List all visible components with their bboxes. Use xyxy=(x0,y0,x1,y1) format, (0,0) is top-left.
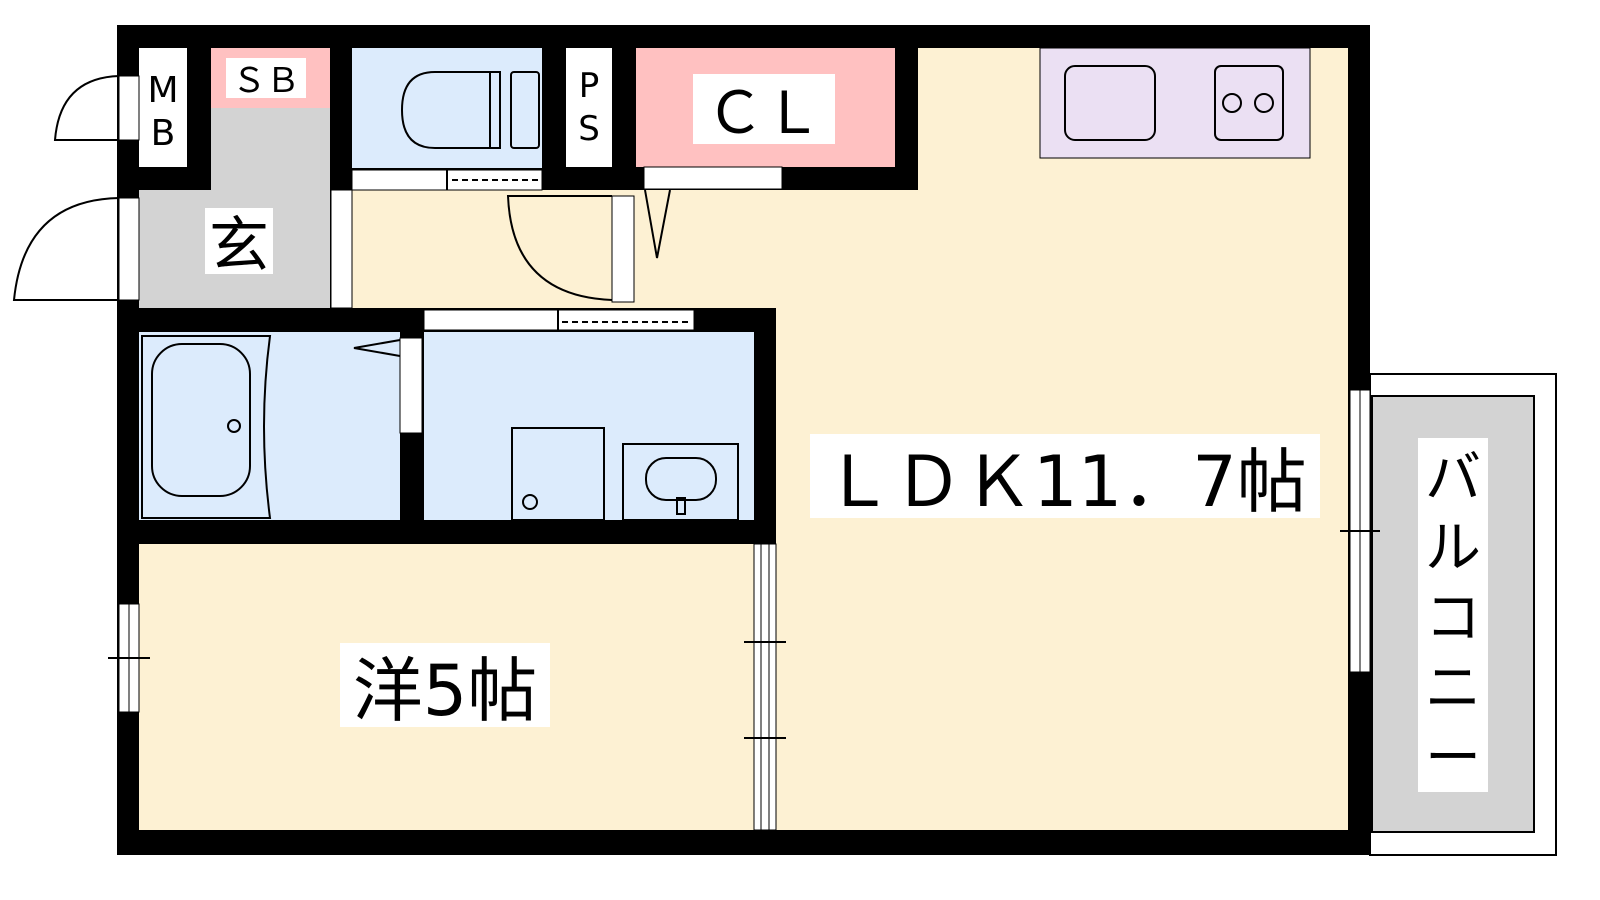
ldk-label: ＬＤＫ11．7帖 xyxy=(823,441,1307,523)
hall-door[interactable] xyxy=(506,195,613,301)
genkan-label: 玄 xyxy=(209,211,269,281)
balcony-label-3: コ xyxy=(1425,586,1481,651)
sink-icon xyxy=(1064,65,1156,141)
stove-icon xyxy=(1214,65,1284,141)
balcony-label-1: バ xyxy=(1425,446,1481,511)
pipe-space xyxy=(566,48,612,167)
western-room-label: 洋5帖 xyxy=(353,650,538,732)
mb-door[interactable] xyxy=(118,75,140,141)
closet-door[interactable] xyxy=(643,166,783,190)
door-stopper-icon xyxy=(644,189,671,259)
balcony-label-5: ー xyxy=(1425,726,1481,791)
bath-door[interactable] xyxy=(399,337,423,434)
window-ldk xyxy=(1340,389,1380,673)
bathroom xyxy=(139,332,423,520)
washing-machine-icon xyxy=(511,427,605,521)
balcony-label-4: ニ xyxy=(1425,656,1481,721)
kitchen xyxy=(1039,47,1311,159)
mb-label-1: M xyxy=(147,70,178,111)
mb-label-2: B xyxy=(151,113,176,154)
sliding-door[interactable] xyxy=(744,543,786,831)
balcony-label-2: ル xyxy=(1425,516,1481,581)
toilet-room xyxy=(351,48,543,191)
genkan: 玄 xyxy=(139,108,330,308)
ps-label-2: S xyxy=(578,109,600,149)
ps-label-1: P xyxy=(579,66,600,106)
cl-label: ＣＬ xyxy=(706,79,822,147)
bathtub-icon xyxy=(151,343,251,497)
washroom xyxy=(423,309,754,521)
toilet-icon xyxy=(400,71,491,149)
sb-label: ＳＢ xyxy=(232,61,300,101)
entrance-door[interactable] xyxy=(118,197,140,301)
washbasin-icon xyxy=(622,443,739,521)
meter-box xyxy=(139,48,187,167)
balcony: バ ル コ ニ ー xyxy=(1369,373,1557,856)
window-western xyxy=(108,603,150,713)
